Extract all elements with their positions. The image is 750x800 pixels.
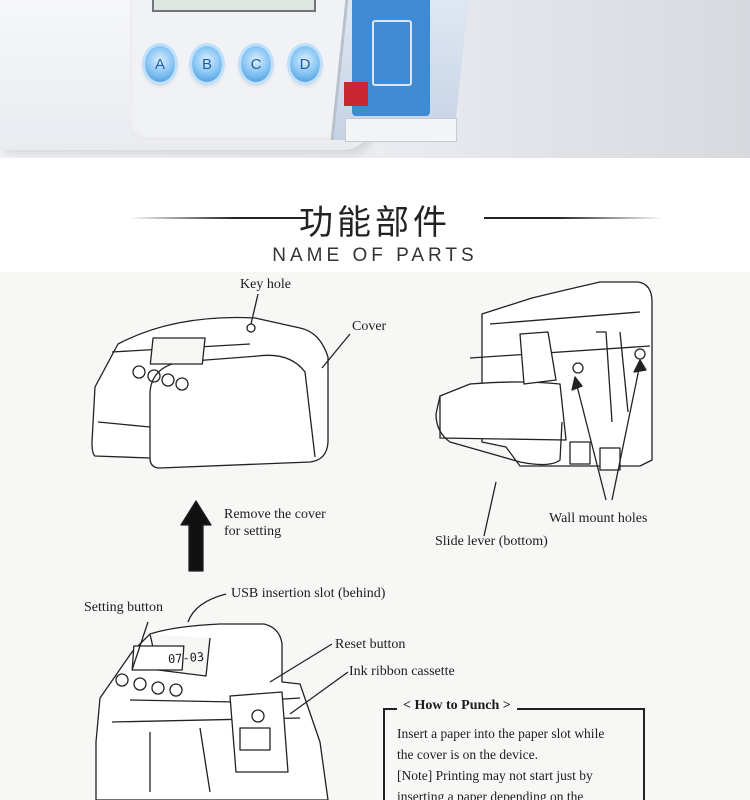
how-to-punch-line: inserting a paper depending on the <box>397 789 584 800</box>
key-b-button: B <box>192 46 222 82</box>
key-a-button: A <box>145 46 175 82</box>
how-to-punch-line: Insert a paper into the paper slot while <box>397 726 605 741</box>
label-cover: Cover <box>352 319 387 334</box>
key-d-button: D <box>290 46 320 82</box>
parts-diagram: Key hole Cover Remove the cover for sett… <box>0 272 750 800</box>
label-wall-mount-holes: Wall mount holes <box>549 511 648 526</box>
label-ink-ribbon: Ink ribbon cassette <box>349 664 455 679</box>
label-remove-cover-2: for setting <box>224 524 282 539</box>
how-to-punch-title: < How to Punch > <box>397 698 517 714</box>
mechanism-base <box>345 118 457 142</box>
product-photo: A B C D <box>0 0 750 158</box>
section-header: 功能部件 NAME OF PARTS <box>0 195 750 275</box>
how-to-punch-box: < How to Punch > Insert a paper into the… <box>383 698 645 800</box>
red-part <box>344 82 368 106</box>
label-remove-cover-1: Remove the cover <box>224 507 326 522</box>
label-slide-lever: Slide lever (bottom) <box>435 534 548 549</box>
diagram-drawing <box>91 281 653 800</box>
how-to-punch-line: the cover is on the device. <box>397 747 538 762</box>
ribbon-slot <box>372 20 412 86</box>
lcd-reading: 07-03 <box>167 649 205 667</box>
label-reset-button: Reset button <box>335 637 406 652</box>
lcd-display <box>152 0 316 12</box>
divider-left <box>128 217 308 219</box>
title-english: NAME OF PARTS <box>272 245 478 266</box>
divider-right <box>484 217 664 219</box>
label-setting-button: Setting button <box>84 600 163 615</box>
label-usb-slot: USB insertion slot (behind) <box>231 586 386 601</box>
key-c-button: C <box>241 46 271 82</box>
how-to-punch-line: [Note] Printing may not start just by <box>397 768 593 783</box>
label-key-hole: Key hole <box>240 277 291 292</box>
title-chinese: 功能部件 <box>299 203 451 243</box>
